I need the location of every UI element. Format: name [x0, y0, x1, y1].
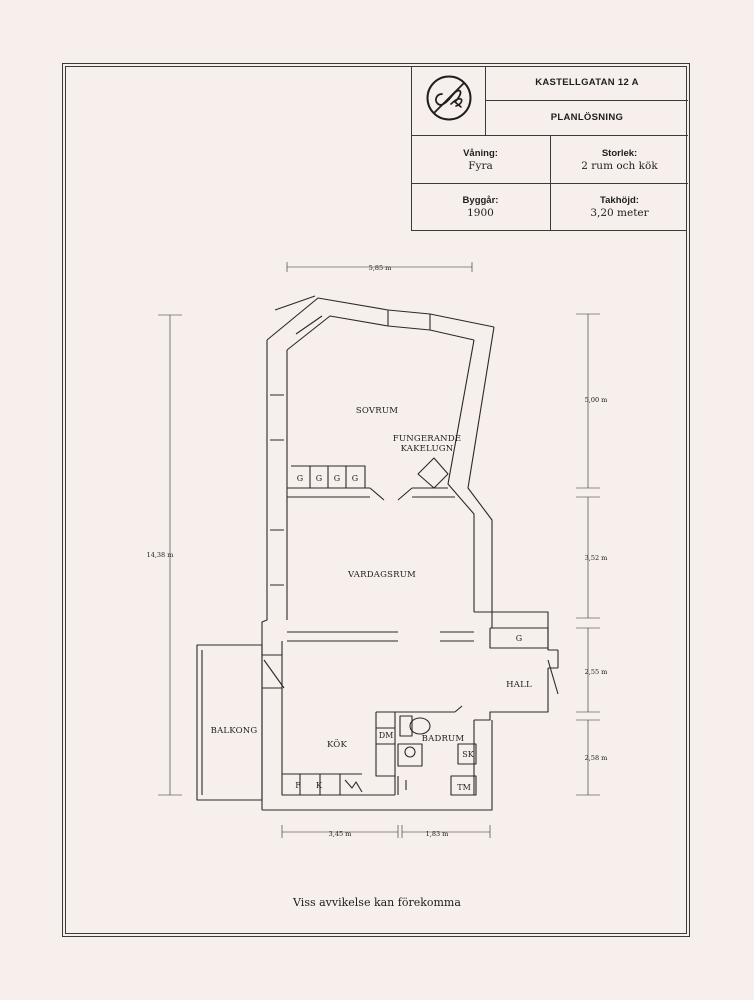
wardrobe-label: G: [316, 474, 322, 483]
built-label: Byggår:: [462, 195, 499, 206]
room-badrum: BADRUM: [422, 734, 465, 744]
inner-frame: [65, 66, 687, 934]
dim-bath-height: 2,58 m: [585, 754, 608, 762]
dishwasher-label: DM: [379, 731, 394, 740]
dim-hall-height: 2,55 m: [585, 668, 608, 676]
address-heading: KASTELLGATAN 12 A: [535, 77, 639, 88]
monogram-logo-icon: [426, 75, 472, 121]
washer-label: TM: [457, 783, 471, 792]
plan-subtitle: PLANLÖSNING: [550, 112, 624, 123]
floor-label: Våning:: [463, 148, 498, 159]
dim-sovrum-height: 5,00 m: [585, 396, 608, 404]
room-hall: HALL: [506, 680, 532, 690]
fridge-label: F: [295, 781, 301, 790]
ceiling-value: 3,20 meter: [590, 207, 649, 219]
floor-value: Fyra: [468, 160, 493, 172]
room-balkong: BALKONG: [211, 726, 258, 736]
outer-frame: [62, 63, 690, 937]
room-kakelugn-line2: KAKELUGN: [401, 444, 454, 454]
room-kakelugn-line1: FUNGERANDE: [393, 434, 462, 444]
wardrobe-label: G: [352, 474, 358, 483]
room-sovrum: SOVRUM: [356, 406, 398, 416]
wardrobe-label: G: [516, 634, 522, 643]
ceiling-label: Takhöjd:: [600, 195, 639, 206]
built-value: 1900: [467, 207, 494, 219]
dim-top-width: 5,85 m: [369, 264, 392, 272]
size-value: 2 rum och kök: [581, 160, 658, 172]
freezer-label: K: [316, 781, 323, 790]
walls: [196, 295, 559, 811]
size-label: Storlek:: [601, 148, 638, 159]
wardrobe-label: G: [334, 474, 340, 483]
dim-bath-width: 1,83 m: [426, 830, 449, 838]
title-block: KASTELLGATAN 12 A PLANLÖSNING Våning: Fy…: [411, 66, 688, 231]
room-vardagsrum: VARDAGSRUM: [347, 570, 416, 580]
wardrobe-label: G: [297, 474, 303, 483]
room-kok: KÖK: [327, 738, 347, 750]
disclaimer-text: Viss avvikelse kan förekomma: [293, 896, 461, 909]
dimension-lines: [158, 262, 600, 838]
bath-cabinet-label: SK: [462, 750, 474, 759]
dim-vardagsrum-height: 3,52 m: [585, 554, 608, 562]
dim-total-height: 14,38 m: [147, 551, 174, 559]
dim-kitchen-width: 3,45 m: [329, 830, 352, 838]
